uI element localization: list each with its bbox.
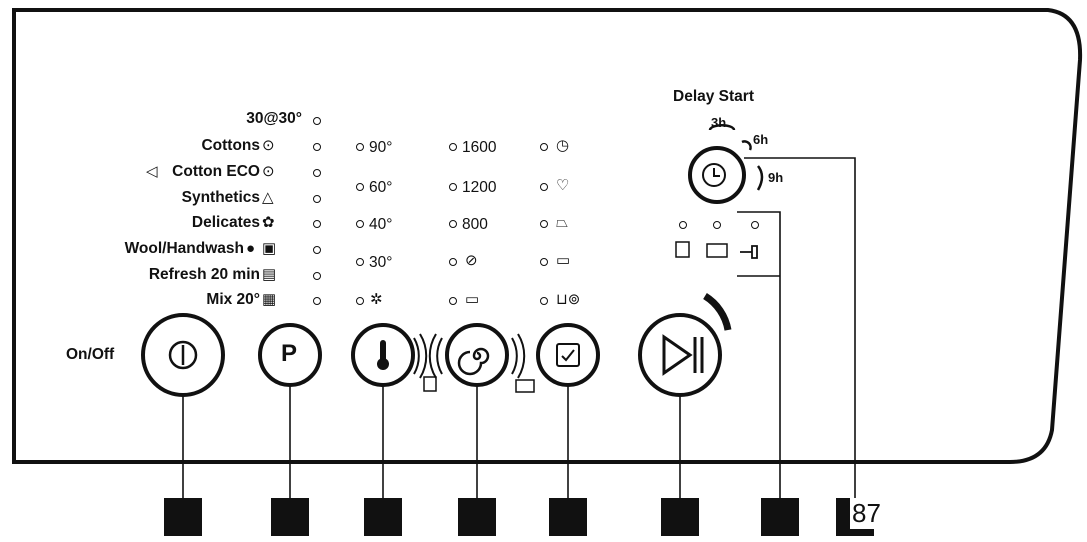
clock-icon: ◷: [556, 137, 570, 154]
delay-3h-label: 3h: [711, 115, 727, 130]
leader-lines: [182, 157, 856, 498]
triangle-icon: △: [262, 189, 274, 206]
programme-cottons-dot: [313, 143, 321, 151]
easy-iron-dot: [540, 220, 548, 228]
programme-cottons-label: Cottons: [201, 137, 260, 154]
options-button[interactable]: [536, 323, 600, 387]
spin-icon: [457, 347, 490, 376]
time-saver-indicator-dot: [679, 221, 687, 229]
delay-clock-icon: [702, 163, 726, 187]
programme-refresh-label: Refresh 20 min: [148, 266, 260, 283]
iron-icon: ⏢: [556, 214, 569, 231]
drain-spin-dot: [540, 297, 548, 305]
no-spin-icon: ⊘: [465, 252, 478, 269]
spin-1600-label: 1600: [462, 139, 497, 156]
callout-1: [164, 498, 202, 536]
callout-7: [761, 498, 799, 536]
delay-6h-label: 6h: [753, 132, 769, 147]
programme-wool-label: Wool/Handwash: [124, 240, 244, 257]
programme-button-label: P: [281, 340, 298, 367]
programme-cotton-eco-label: Cotton ECO: [172, 163, 260, 180]
rinse-hold-icon: [515, 379, 535, 393]
temp-40-dot: [356, 220, 364, 228]
spin-1200-dot: [449, 183, 457, 191]
temp-cold-dot: [356, 297, 364, 305]
temp-30-label: 30°: [369, 254, 393, 271]
time-saver-option-icon: [675, 241, 690, 258]
programme-30at30-label: 30@30°: [246, 110, 302, 127]
temp-60-dot: [356, 183, 364, 191]
programme-wool-dot: [313, 246, 321, 254]
delay-9h-label: 9h: [768, 170, 784, 185]
shirt-icon: ⊙: [262, 137, 275, 154]
spin-button[interactable]: [428, 323, 526, 387]
flower-icon: ✿: [262, 214, 275, 231]
thermometer-icon: [380, 340, 386, 362]
refresh-icon: ▤: [262, 266, 277, 283]
time-saver-dot: [540, 143, 548, 151]
on-off-button[interactable]: [141, 313, 225, 397]
callout-3: [364, 498, 402, 536]
spin-800-dot: [449, 220, 457, 228]
spin-1200-label: 1200: [462, 179, 497, 196]
temperature-button[interactable]: [351, 323, 428, 387]
extra-rinse-option-icon: [706, 243, 728, 258]
rinse-hold-option-icon: ▭: [465, 291, 480, 308]
temp-90-dot: [356, 143, 364, 151]
start-pause-button[interactable]: [638, 293, 732, 397]
delay-start-title: Delay Start: [673, 88, 754, 105]
snowflake-icon: ✲: [370, 291, 383, 308]
programme-mix-label: Mix 20°: [206, 291, 260, 308]
extra-rinse-dot: [540, 258, 548, 266]
programme-button[interactable]: [258, 323, 322, 387]
temp-90-label: 90°: [369, 139, 393, 156]
page-number: 87: [850, 498, 883, 529]
extra-rinse-indicator-dot: [713, 221, 721, 229]
power-icon: [168, 340, 198, 370]
panel-outline: [12, 8, 1083, 464]
key-lock-icon: [740, 245, 758, 259]
temp-30-dot: [356, 258, 364, 266]
on-off-label: On/Off: [66, 346, 115, 363]
programme-synthetics-dot: [313, 195, 321, 203]
options-icon: [556, 343, 580, 367]
eco-tag-icon: ◁: [146, 163, 158, 180]
programme-cotton-eco-dot: [313, 169, 321, 177]
play-pause-icon: [662, 334, 693, 376]
wool-icon: ●: [246, 240, 256, 257]
spin-800-label: 800: [462, 216, 488, 233]
programme-refresh-dot: [313, 272, 321, 280]
no-spin-dot: [449, 258, 457, 266]
programme-synthetics-label: Synthetics: [181, 189, 260, 206]
time-saver-icon: [423, 376, 437, 392]
callout-5: [549, 498, 587, 536]
mix-icon: ▦: [262, 291, 277, 308]
drain-spin-icon: ⊔⊚: [556, 291, 581, 308]
eco-icon: ⊙: [262, 163, 275, 180]
temp-40-label: 40°: [369, 216, 393, 233]
callout-2: [271, 498, 309, 536]
callout-6: [661, 498, 699, 536]
stain-dot: [540, 183, 548, 191]
programme-mix-dot: [313, 297, 321, 305]
spin-1600-dot: [449, 143, 457, 151]
programme-30at30-dot: [313, 117, 321, 125]
callout-4: [458, 498, 496, 536]
extra-rinse-icon: ▭: [556, 252, 571, 269]
rinse-hold-dot: [449, 297, 457, 305]
programme-delicates-label: Delicates: [191, 214, 260, 231]
child-lock-indicator-dot: [751, 221, 759, 229]
delay-start-button[interactable]: [688, 123, 764, 204]
programme-delicates-dot: [313, 220, 321, 228]
temp-60-label: 60°: [369, 179, 393, 196]
handwash-icon: ▣: [262, 240, 277, 257]
stain-icon: ♡: [556, 177, 570, 194]
